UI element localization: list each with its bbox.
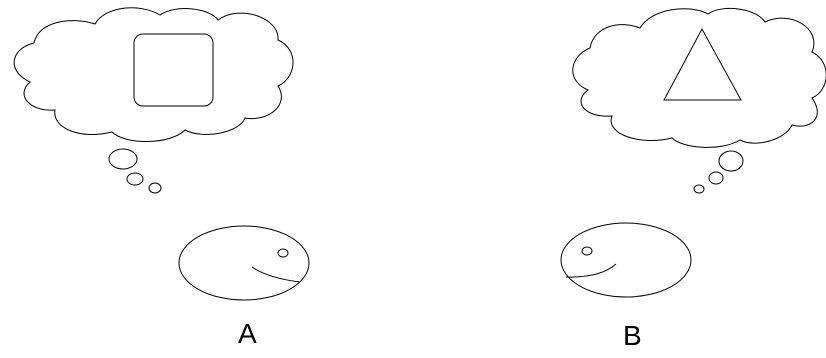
thought-bubble-small-b [693,184,705,194]
figure-label-a: A [238,318,257,349]
mouth-b [565,263,617,278]
thought-bubble-large-a [108,148,138,170]
eye-a [277,248,289,258]
triangle-thought-shape [663,27,742,101]
mouth-a [251,266,301,283]
figure-label-b: B [623,320,642,351]
head-a [178,225,310,301]
square-thought-shape [133,33,214,107]
thought-bubble-medium-a [126,172,144,186]
figure-b [560,8,826,298]
eye-b [581,246,593,256]
thought-bubble-small-a [148,182,162,194]
head-b [560,222,692,298]
thought-cloud-b [572,8,826,148]
thought-bubble-large-b [718,150,744,172]
thought-cloud-a [13,7,294,142]
thought-bubble-medium-b [708,171,724,185]
figure-a [13,7,310,301]
head-outline-b [560,222,692,298]
head-outline-a [178,225,310,301]
